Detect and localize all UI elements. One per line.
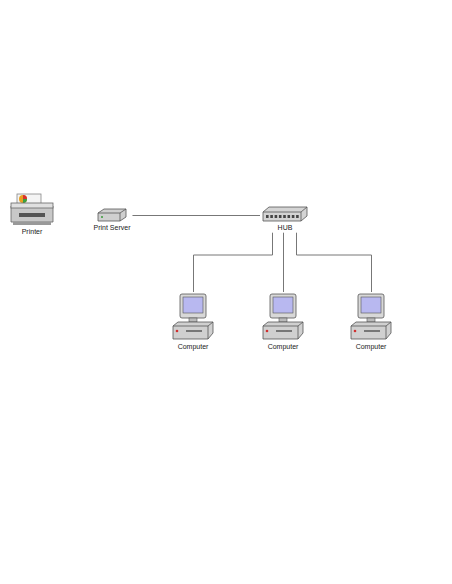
- network-device: Computer: [350, 293, 392, 351]
- network-device: HUB: [261, 206, 309, 232]
- printer-icon: [9, 192, 55, 226]
- hub-icon: [261, 206, 309, 222]
- network-cable: [297, 233, 372, 292]
- network-device: Printer: [9, 192, 55, 236]
- network-cable: [194, 233, 273, 292]
- network-device: Computer: [262, 293, 304, 351]
- computer-icon: [350, 293, 392, 341]
- device-label: Computer: [355, 343, 388, 351]
- computer-icon: [172, 293, 214, 341]
- network-device: Computer: [172, 293, 214, 351]
- network-device: Print Server: [93, 208, 132, 232]
- device-label: Printer: [21, 228, 44, 236]
- device-label: HUB: [277, 224, 294, 232]
- device-label: Computer: [177, 343, 210, 351]
- print-server-icon: [96, 208, 128, 222]
- device-label: Computer: [267, 343, 300, 351]
- network-cable: [132, 215, 260, 216]
- device-label: Print Server: [93, 224, 132, 232]
- network-cable: [283, 233, 284, 292]
- computer-icon: [262, 293, 304, 341]
